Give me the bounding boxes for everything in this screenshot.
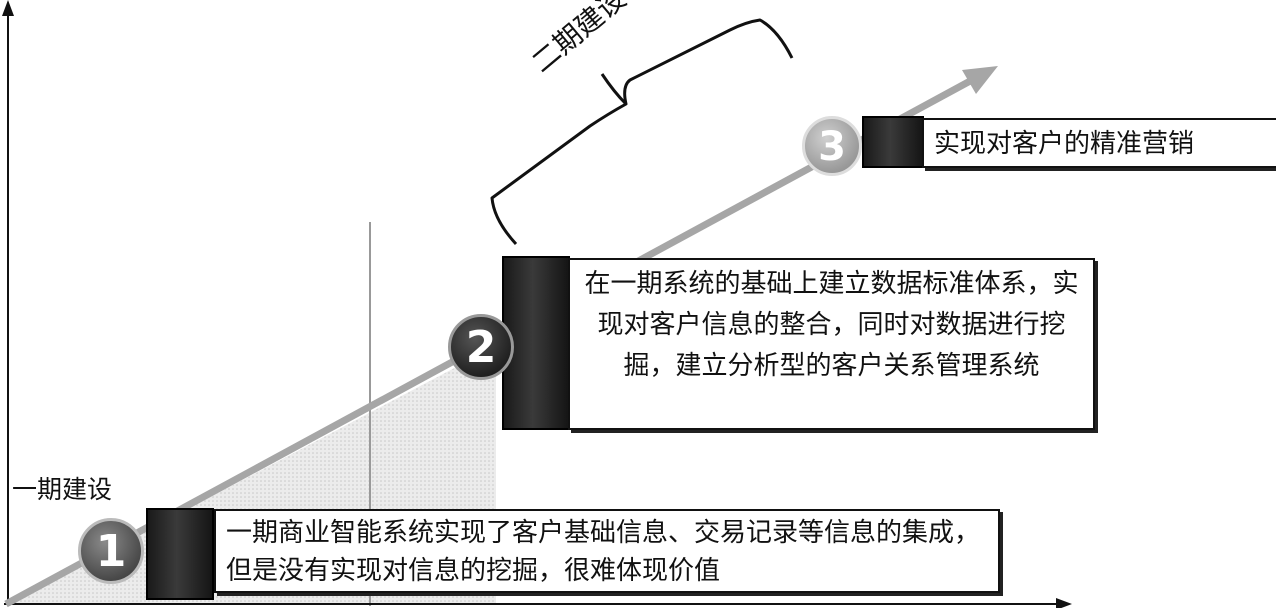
growth-arrowhead [962,66,998,94]
step3-number-badge: 3 [802,116,862,176]
step2-number-badge: 2 [448,314,514,380]
y-axis-arrowhead [2,0,14,16]
phase2-brace-tip [600,73,628,106]
phase2-brace [490,18,794,246]
step1-block [146,508,214,600]
step3-textbox: 实现对客户的精准营销 [922,118,1276,168]
step2-textbox: 在一期系统的基础上建立数据标准体系，实现对客户信息的整合，同时对数据进行挖掘，建… [568,258,1095,430]
step3-block [862,116,924,168]
step1-textbox: 一期商业智能系统实现了客户基础信息、交易记录等信息的集成，但是没有实现对信息的挖… [214,509,1000,593]
step1-number-badge: 1 [78,518,144,584]
phase1-label: 一期建设 [12,475,113,504]
x-axis-arrowhead [1056,598,1072,608]
